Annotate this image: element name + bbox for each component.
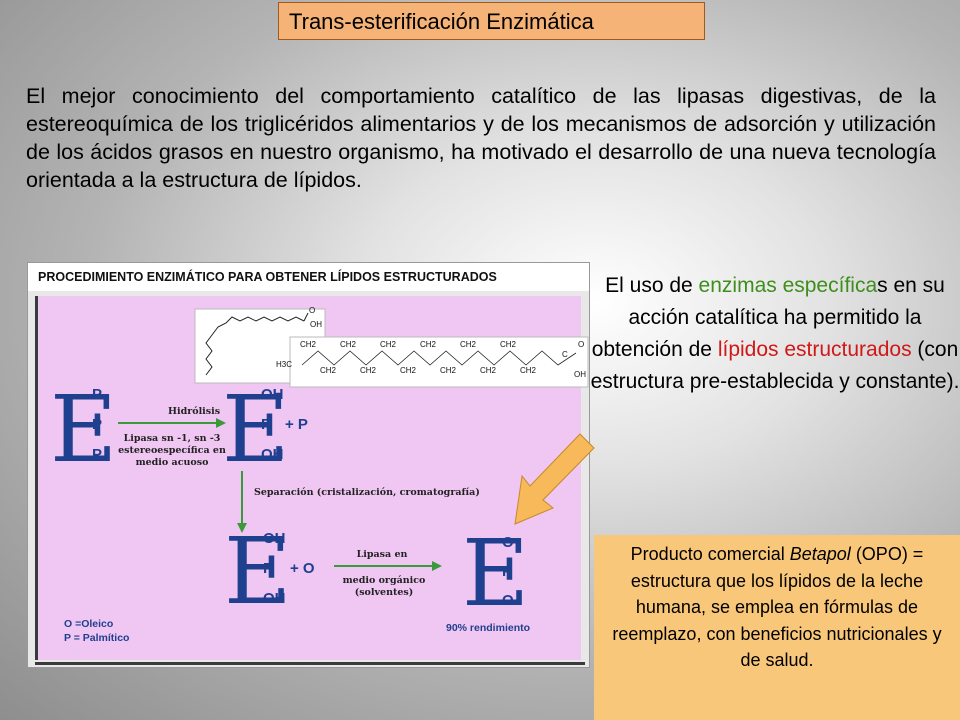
chem-ch2-9: CH2 [400,366,417,375]
chem-ch2-8: CH2 [360,366,377,375]
chain-structure-image: H3C CH2 CH2 CH2 CH2 CH2 CH2 CH2 CH2 CH2 … [276,336,589,388]
glycerol-e-mid: E [222,376,289,483]
product-text-post: (OPO) = estructura que los lípidos de la… [612,544,942,670]
start-group-3: P [92,446,102,463]
start-group-1: P [92,386,102,403]
mid-extra: + P [285,416,308,433]
final-group-2: P [502,563,512,580]
side-text-part-1: El uso de [605,274,699,297]
side-text-part-3: (con estructura pre-establecida y consta… [590,338,960,393]
chem-ch2-7: CH2 [320,366,337,375]
product-name: Betapol [789,544,851,564]
slide-title: Trans-esterificación Enzimática [278,2,705,40]
chem-label-c: C [562,350,568,359]
chem-ch2-4: CH2 [420,340,437,349]
chem-label-h3c: H3C [276,360,292,369]
chem-ch2-5: CH2 [460,340,477,349]
figure-shadow [35,662,585,665]
final-group-3: O [502,592,514,609]
final-group-1: O [502,534,514,551]
enzyme-use-text: El uso de enzimas específicas en su acci… [590,270,960,398]
chem-label-oh2: OH [574,370,586,379]
lipase-label-1: Lipasa en [357,549,408,560]
glycerol-e-final: E [462,520,529,627]
side-text-part-2: s en su acción catalítica ha permitido l… [591,274,945,361]
chem-label-o: O [309,306,315,315]
mid-group-2: P [261,416,271,433]
chem-ch2-1: CH2 [300,340,317,349]
mono-group-1: OH [263,530,286,547]
side-text-enzymes: enzimas específica [698,274,878,297]
hydrolysis-label: Hidrólisis [168,406,220,417]
separation-label: Separación (cristalización, cromatografí… [254,487,480,498]
legend-palmitico: P = Palmítico [64,632,129,644]
lipase-label-3: (solventes) [355,587,414,598]
figure-header: PROCEDIMIENTO ENZIMÁTICO PARA OBTENER LÍ… [28,263,589,291]
start-group-2: P [92,416,102,433]
procedure-diagram: O OH H3C CH2 CH2 CH2 CH2 CH2 CH2 CH2 CH2… [50,306,589,644]
product-text-pre: Producto comercial [630,544,790,564]
product-box: Producto comercial Betapol (OPO) = estru… [594,535,960,720]
mono-extra: + O [290,560,315,577]
glycerol-e-start: E [50,376,117,483]
mid-group-1: OH [261,386,284,403]
chem-label-o2: O [578,340,584,349]
lipase-label-2: medio orgánico [343,575,426,586]
enzymatic-procedure-figure: PROCEDIMIENTO ENZIMÁTICO PARA OBTENER LÍ… [27,262,590,668]
mono-group-3: OH [263,590,286,607]
glycerol-e-mono: E [224,518,291,625]
hydrolysis-detail-2: estereoespecífica en [118,445,226,456]
hydrolysis-detail-1: Lipasa sn -1, sn -3 [124,433,221,444]
chem-ch2-12: CH2 [520,366,537,375]
chem-ch2-11: CH2 [480,366,497,375]
chem-ch2-2: CH2 [340,340,357,349]
chem-ch2-10: CH2 [440,366,457,375]
chem-ch2-6: CH2 [500,340,517,349]
intro-paragraph: El mejor conocimiento del comportamiento… [26,84,936,192]
chem-ch2-3: CH2 [380,340,397,349]
side-text-structured-lipids: lípidos estructurados [717,338,912,361]
mono-group-2: P [263,560,273,577]
chem-label-oh: OH [310,320,322,329]
hydrolysis-detail-3: medio acuoso [136,457,209,468]
mid-group-3: OH [261,446,284,463]
legend-oleico: O =Oleico [64,618,113,630]
yield-label: 90% rendimiento [446,622,530,634]
